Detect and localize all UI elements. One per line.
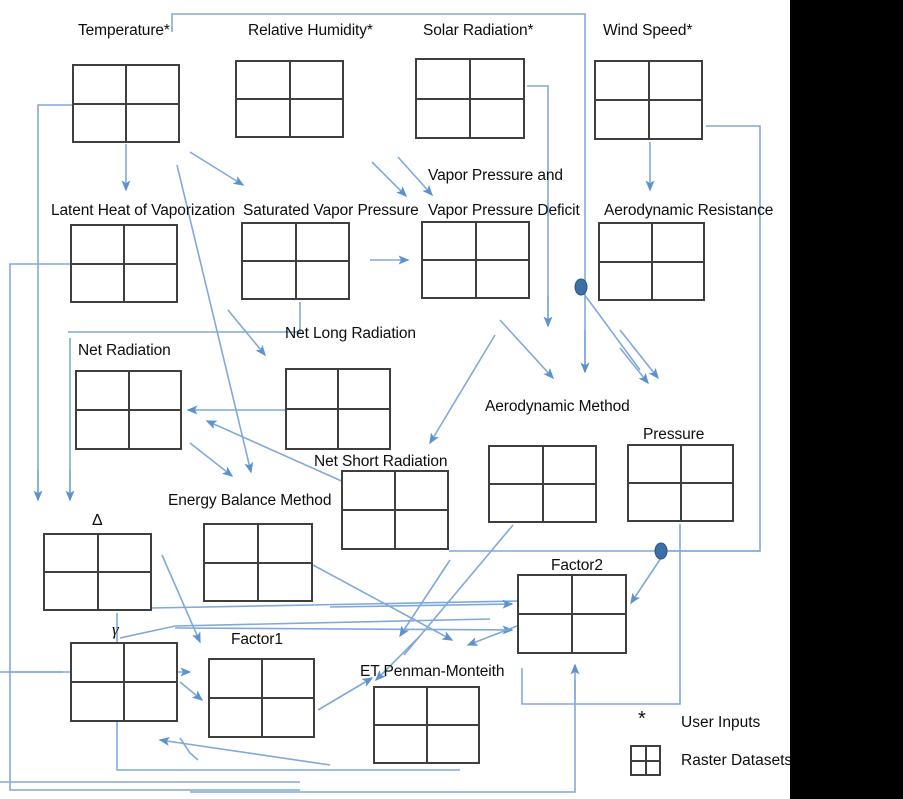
link-aero-method-diag-2 (399, 559, 451, 638)
diagram-canvas: Temperature* Relative Humidity* Solar Ra… (0, 0, 790, 799)
node-label-vapor-pressure-and: Vapor Pressure and (428, 167, 563, 184)
node-label-energy-balance-method: Energy Balance Method (168, 492, 332, 509)
raster-factor1[interactable] (208, 658, 315, 738)
link-net-radiation-to-energy-balance (189, 442, 234, 477)
link-solar-radiation-bus (527, 85, 549, 322)
raster-solar-radiation[interactable] (415, 58, 525, 139)
node-label-solar-radiation: Solar Radiation* (423, 22, 534, 39)
link-factor2-back-arrow (466, 625, 518, 646)
link-aero-resistance-to-aero-method (619, 347, 649, 385)
node-label-vapor-pressure-deficit: Vapor Pressure Deficit (428, 202, 580, 219)
link-latent-heat-left-rail (9, 263, 300, 791)
raster-aerodynamic-resistance[interactable] (598, 222, 705, 301)
dot-aero-resistance (574, 278, 588, 296)
link-aero-method-feed (619, 329, 659, 380)
link-pressure-dot-to-factor2 (630, 557, 662, 605)
raster-wind-speed[interactable] (594, 60, 703, 140)
node-label-saturated-vapor-pressure: Saturated Vapor Pressure (243, 202, 419, 219)
node-label-aerodynamic-method: Aerodynamic Method (485, 398, 630, 415)
link-aero-method-to-et (374, 635, 421, 682)
node-label-temperature: Temperature* (78, 22, 170, 39)
raster-relative-humidity[interactable] (235, 60, 344, 138)
link-net-short-to-net-radiation (205, 420, 356, 488)
link-relative-humidity-to-vpd (371, 161, 408, 198)
link-gamma-tail (119, 618, 491, 639)
raster-delta[interactable] (43, 533, 152, 611)
legend-star-icon: * (638, 708, 646, 730)
link-energy-balance-bus-top (151, 600, 521, 609)
link-solar-radiation-to-net-short-a (397, 156, 434, 197)
node-label-factor2: Factor2 (551, 557, 603, 574)
link-aero-dot-to-method-stub (583, 293, 641, 371)
link-gamma-bus-to-factor2 (174, 625, 514, 635)
raster-net-long-radiation[interactable] (285, 368, 391, 450)
raster-factor2[interactable] (517, 574, 627, 654)
node-label-relative-humidity: Relative Humidity* (248, 22, 373, 39)
node-label-wind-speed: Wind Speed* (603, 22, 693, 39)
node-label-net-short-radiation: Net Short Radiation (314, 453, 448, 470)
link-pressure-to-factor2-bus (521, 524, 681, 705)
node-label-latent-heat: Latent Heat of Vaporization (51, 202, 235, 219)
link-saturated-vp-down-bus (68, 302, 301, 333)
link-energy-balance-diag (312, 564, 454, 641)
link-temperature-left-rail (37, 104, 72, 498)
link-bottom-return-to-gamma (158, 736, 331, 766)
legend-user-inputs-label: User Inputs (681, 714, 761, 731)
raster-net-radiation[interactable] (75, 370, 182, 450)
raster-net-short-radiation[interactable] (341, 470, 449, 550)
link-vpd-to-aero-method (499, 319, 555, 380)
link-solar-radiation-to-net-short-b (429, 334, 496, 445)
link-temperature-to-net-long-radiation (227, 309, 266, 357)
node-label-net-radiation: Net Radiation (78, 342, 171, 359)
raster-temperature[interactable] (72, 64, 180, 143)
node-label-pressure: Pressure (643, 426, 705, 443)
legend-raster-datasets-label: Raster Datasets (681, 752, 790, 769)
link-temperature-to-energy-balance (176, 164, 254, 474)
link-bottom-bus (190, 680, 576, 793)
link-gamma-to-factor1 (179, 681, 204, 701)
node-label-net-long-radiation: Net Long Radiation (285, 325, 416, 342)
link-temperature-to-saturated-vp (189, 151, 245, 186)
node-label-factor1: Factor1 (231, 631, 283, 648)
link-factor1-to-et-penman (317, 677, 374, 711)
node-label-et-penman-monteith: ET Penman-Monteith (360, 663, 505, 680)
raster-energy-balance-method[interactable] (203, 523, 313, 602)
node-label-delta: Δ (92, 512, 103, 529)
link-aero-method-to-factor2-tail (403, 524, 514, 656)
raster-latent-heat[interactable] (70, 224, 178, 303)
node-label-gamma: γ (112, 620, 119, 639)
raster-gamma[interactable] (70, 642, 178, 722)
raster-aerodynamic-method[interactable] (488, 445, 597, 523)
node-label-aerodynamic-resistance: Aerodynamic Resistance (604, 202, 774, 219)
legend-raster-icon (630, 745, 661, 776)
raster-pressure[interactable] (627, 444, 734, 522)
raster-et-penman-monteith[interactable] (373, 686, 480, 764)
junction-dot-layer (574, 278, 668, 560)
dot-pressure-bus (654, 542, 668, 560)
raster-saturated-vapor-pressure[interactable] (241, 222, 350, 300)
link-temperature-top-bus (171, 13, 586, 372)
raster-vapor-pressure-deficit[interactable] (421, 221, 530, 299)
